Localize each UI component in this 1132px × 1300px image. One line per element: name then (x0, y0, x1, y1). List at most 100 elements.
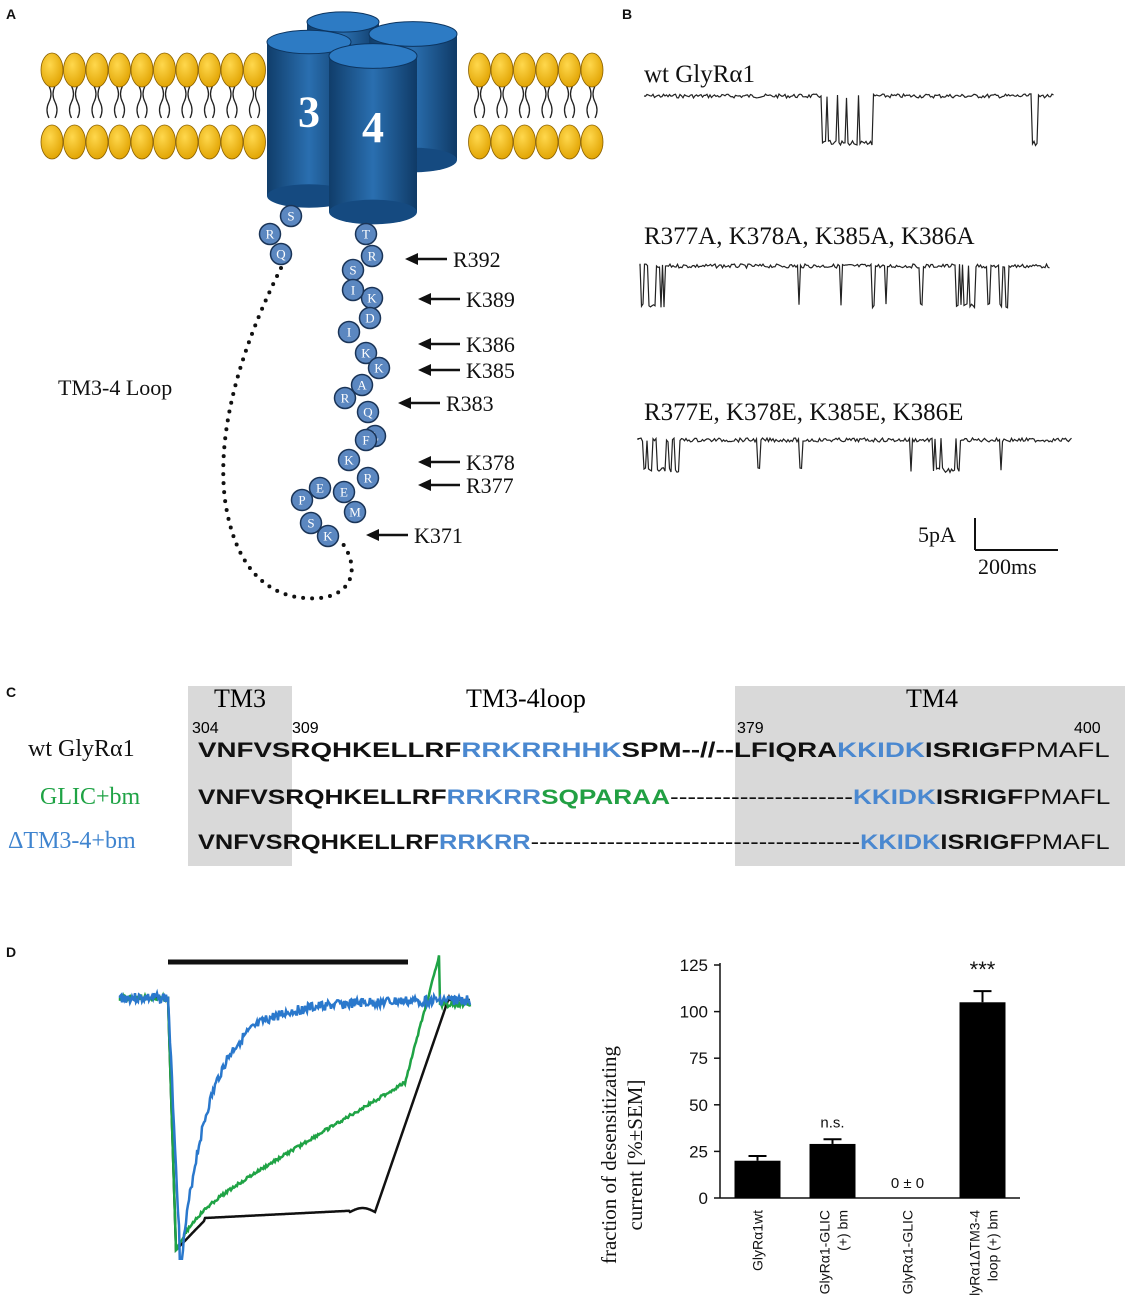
sequence-segment: RRKRR (446, 786, 542, 809)
lipid-head (108, 52, 131, 88)
residue-bead: E (308, 476, 332, 500)
arrow-k378: K378 (418, 450, 515, 475)
svg-text:K378: K378 (466, 450, 515, 475)
panel-letter-d: D (6, 944, 17, 960)
residue-bead: K (354, 341, 378, 365)
residue-bead: Q (356, 400, 380, 424)
sequence-text: VNFVSRQHKELLRFRRKRRSQPARAA--------------… (198, 786, 1110, 810)
lipid-head (535, 52, 559, 88)
helix-tm4: 4 (328, 43, 418, 225)
sequence-row-delta: VNFVSRQHKELLRFRRKRR---------------------… (198, 831, 1118, 859)
svg-text:K389: K389 (466, 287, 515, 312)
row-label-wt: wt GlyRα1 (28, 736, 135, 762)
lipid-head (513, 124, 536, 160)
lipid-head (40, 52, 64, 88)
panel-letter-a: A (6, 6, 17, 22)
lipid-head (153, 124, 176, 160)
bar-2 (809, 1143, 856, 1198)
error-bar-1 (748, 1155, 767, 1161)
sequence-segment: --//-- (681, 739, 734, 762)
bar-1 (734, 1160, 781, 1198)
sequence-segment: --------------------- (669, 786, 853, 809)
y-axis-label-line2: current [%±SEM] (623, 1080, 647, 1231)
trace-glic-current (118, 955, 472, 1253)
y-tick-label: 25 (689, 1142, 708, 1161)
residue-bead: D (358, 306, 382, 330)
svg-text:S: S (307, 516, 314, 531)
row-label-delta: ΔTM3-4+bm (8, 828, 136, 854)
sequence-segment: RRKRR (439, 831, 531, 854)
bar-4 (959, 1002, 1006, 1198)
trace-label-wt: wt GlyRα1 (644, 61, 755, 88)
lipid-head (243, 124, 266, 160)
sequence-segment: KKIDK (860, 831, 941, 854)
arrow-k385: K385 (418, 358, 515, 383)
lipid-head (108, 124, 131, 160)
sequence-segment: ISRIGF (935, 786, 1024, 809)
residue-bead: A (350, 373, 374, 397)
lipid-head (220, 52, 244, 88)
y-axis-label-line1: fraction of desensitizating (597, 1045, 621, 1264)
lipid-head (490, 124, 514, 160)
residue-bead: S (341, 258, 365, 282)
error-bar-4 (973, 990, 992, 1003)
trace-label-alanine: R377A, K378A, K385A, K386A (644, 223, 975, 250)
tm4-region-shading (735, 686, 1125, 866)
svg-text:T: T (362, 227, 370, 242)
sequence-segment: PMAFL (1024, 831, 1110, 854)
error-bar-2 (823, 1138, 842, 1144)
svg-text:3: 3 (298, 88, 320, 137)
lipid-head (175, 124, 199, 160)
sequence-segment: SQPARAA (541, 786, 670, 809)
residue-bead: K (360, 286, 384, 310)
arrow-k371: K371 (366, 523, 463, 548)
lipid-head (175, 52, 199, 88)
sequence-segment: RRKRRHHK (461, 739, 622, 762)
svg-text:K: K (374, 361, 384, 376)
tm3-region-shading (188, 686, 292, 866)
residue-bead: T (354, 222, 378, 246)
residue-bead: I (341, 278, 365, 302)
residue-bead: M (343, 500, 367, 524)
svg-text:A: A (357, 378, 367, 393)
x-tick-label-1: GlyRα1wt (750, 1210, 766, 1271)
trace-label-glutamate: R377E, K378E, K385E, K386E (644, 399, 963, 426)
residue-bead: E (332, 480, 356, 504)
sequence-segment: VNFVS (198, 739, 291, 762)
svg-text:I: I (347, 325, 351, 340)
trace-wt (643, 92, 1054, 147)
svg-text:P: P (298, 493, 305, 508)
lipid-head (220, 124, 244, 160)
lipid-head (580, 124, 604, 160)
lipid-head (40, 124, 64, 160)
lipid-head (580, 52, 604, 88)
sequence-row-wt: VNFVSRQHKELLRFRRKRRHHKSPM--//--LFIQRAKKI… (198, 739, 1118, 767)
svg-text:F: F (362, 433, 369, 448)
residue-bead: K (337, 448, 361, 472)
lipid-head (558, 124, 581, 160)
sequence-segment: KKIDK (852, 786, 936, 809)
sequence-segment: PMAFL (1023, 786, 1111, 809)
sequence-text: VNFVSRQHKELLRFRRKRRHHKSPM--//--LFIQRAKKI… (198, 739, 1110, 763)
trace-glutamate (637, 436, 1072, 474)
svg-text:K386: K386 (466, 332, 515, 357)
sequence-row-glic: VNFVSRQHKELLRFRRKRRSQPARAA--------------… (198, 786, 1118, 814)
panel-c-sequence-alignment: TM3 TM3-4loop TM4 304 309 379 400 wt Gly… (0, 684, 1132, 866)
lipid-head (63, 124, 86, 160)
sequence-segment: LFIQRA (733, 739, 838, 762)
arrow-r377: R377 (418, 473, 514, 498)
lipid-head (130, 124, 154, 160)
lipid-head (198, 52, 221, 88)
bar-annotation-2: n.s. (820, 1114, 844, 1131)
sequence-segment: RQHKELLRF (290, 739, 462, 762)
x-tick-label-3: GlyRα1-GLIC (900, 1210, 916, 1294)
residue-bead: R (333, 386, 357, 410)
residue-bead: F (354, 428, 378, 452)
lipid-head (130, 52, 154, 88)
residue-bead: R (258, 222, 282, 246)
loop-label: TM3-4 Loop (58, 375, 172, 400)
svg-text:D: D (365, 311, 374, 326)
position-304: 304 (192, 720, 219, 737)
